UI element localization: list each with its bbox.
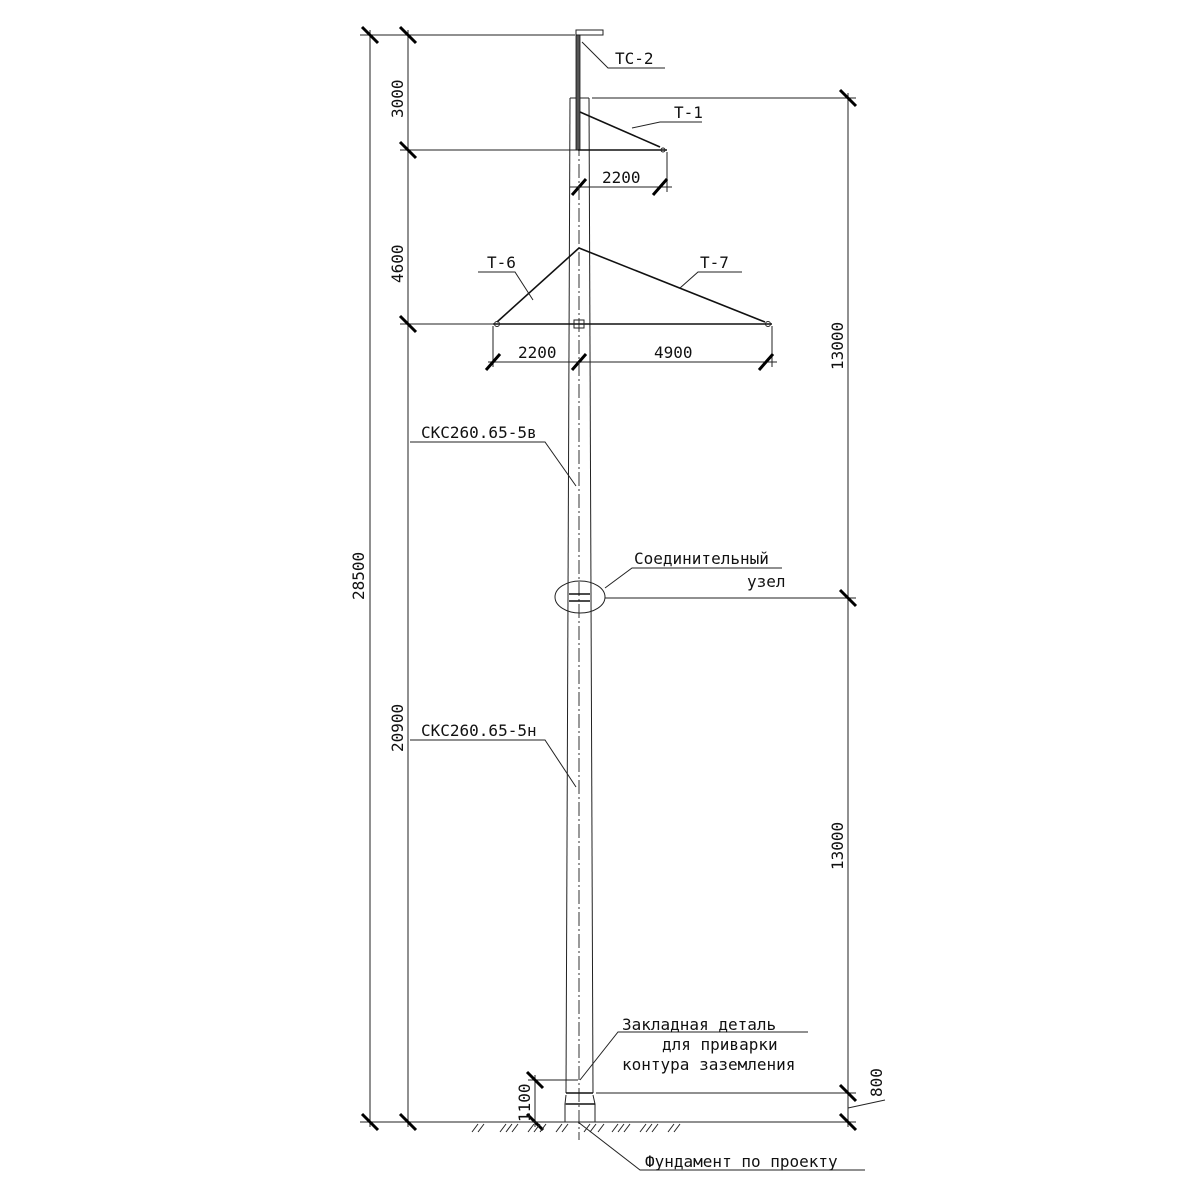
label-lower-section: СКС260.65-5н [421, 721, 537, 740]
label-embed-line2: для приварки [662, 1035, 778, 1054]
dim-left-2200: 2200 [518, 343, 557, 362]
dimension-lines [360, 25, 886, 1132]
joint-marker [554, 580, 606, 614]
label-joint-line1: Соединительный [634, 549, 769, 568]
dim-right-lower-13000: 13000 [828, 822, 847, 870]
dim-20900: 20900 [388, 704, 407, 752]
label-embed-line1: Закладная деталь [622, 1015, 776, 1034]
crossarm-t6-t7 [493, 247, 772, 329]
dim-t1-2200: 2200 [602, 168, 641, 187]
crossarm-t1 [578, 111, 667, 153]
label-t1: Т-1 [674, 103, 703, 122]
dim-1100: 1100 [515, 1083, 534, 1122]
label-tc2: ТС-2 [615, 49, 654, 68]
dim-4600: 4600 [388, 244, 407, 283]
dim-right-4900: 4900 [654, 343, 693, 362]
label-joint-line2: узел [747, 572, 786, 591]
dim-3000: 3000 [388, 79, 407, 118]
label-foundation: Фундамент по проекту [645, 1152, 838, 1171]
pole [554, 97, 606, 1140]
dim-total-height: 28500 [349, 552, 368, 600]
ground-hatching [470, 1121, 690, 1133]
leader-lines [410, 41, 865, 1171]
label-t7: Т-7 [700, 253, 729, 272]
extension-lines [360, 34, 856, 1123]
label-embed-line3: контура заземления [622, 1055, 795, 1074]
label-t6: Т-6 [487, 253, 516, 272]
dim-right-upper-13000: 13000 [828, 322, 847, 370]
label-upper-section: СКС260.65-5в [421, 423, 537, 442]
dim-800: 800 [867, 1068, 886, 1097]
